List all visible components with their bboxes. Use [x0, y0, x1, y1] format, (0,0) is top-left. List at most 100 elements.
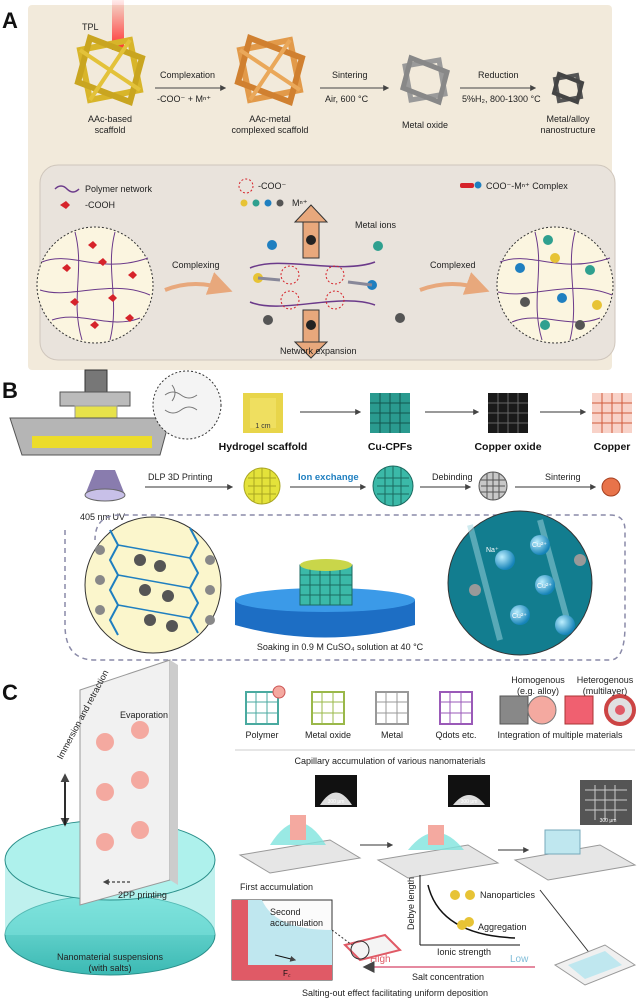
ion-cu-label-2: Cu²⁺	[537, 583, 552, 590]
process-sintering: Sintering	[545, 472, 581, 482]
material-label-polymer: Polymer	[245, 730, 278, 740]
process-debinding: Debinding	[432, 472, 473, 482]
label-aggregation: Aggregation	[478, 922, 527, 932]
material-label-metal-oxide: Metal oxide	[305, 730, 351, 740]
material-label-qdots: Qdots etc.	[435, 730, 476, 740]
final-stage-plate	[513, 780, 637, 881]
lattice-teal	[372, 465, 414, 507]
panel-c: C Immersion and retraction Evaporation 2…	[2, 659, 637, 998]
final-film-coating	[568, 951, 622, 979]
ion-na-label: Na⁺	[486, 547, 499, 554]
scalebar-1: 300 μm	[328, 799, 345, 805]
lattice-yellow	[243, 467, 281, 505]
scale-hydrogel: 1 cm	[255, 423, 270, 430]
arrow-complexation-top: Complexation	[160, 70, 215, 80]
metal-dot-teal	[252, 199, 260, 207]
material-cube-polymer	[245, 685, 286, 725]
homogenous-cube	[499, 695, 557, 725]
network-expansion-diagram	[249, 204, 405, 359]
soak-detail-box	[64, 514, 626, 661]
aac-scaffold-icon	[74, 34, 146, 106]
ion-cu-label-1: Cu²⁺	[532, 542, 547, 549]
polymer-network-circle	[36, 226, 154, 344]
legend-cooh: -COOH	[85, 200, 115, 210]
salting-out-caption: Salting-out effect facilitating uniform …	[302, 988, 488, 998]
complexed-network-circle	[496, 226, 614, 344]
metal-oxide-icon	[400, 54, 450, 106]
arrow-to-final-film	[539, 889, 596, 961]
coo-legend-icon	[238, 178, 254, 194]
tpl-label: TPL	[82, 22, 99, 32]
stage-label-complexed-line1: AAc-metal	[249, 114, 291, 124]
metal-dot-yellow	[240, 199, 248, 207]
resin-zoom-circle	[152, 370, 222, 440]
label-complexed: Complexed	[430, 260, 476, 270]
label-low: Low	[510, 954, 529, 965]
debye-plot	[419, 875, 520, 946]
label-complexing: Complexing	[172, 260, 220, 270]
label-high: High	[370, 954, 391, 965]
panel-b: B 405 nm UV 1 cm	[2, 369, 632, 661]
complex-legend-icon	[460, 183, 474, 188]
debye-axis-label: Debye length	[406, 877, 416, 930]
label-evaporation: Evaporation	[120, 710, 168, 720]
photo-label-cu-cpfs: Cu-CPFs	[368, 441, 412, 453]
panel-a-label: A	[2, 8, 18, 33]
stage-label-aac-line1: AAc-based	[88, 114, 132, 124]
arrow-reduction-bottom: 5%H₂, 800-1300 °C	[462, 94, 541, 104]
homogenous-line2: (e.g. alloy)	[517, 686, 559, 696]
metal-alloy-icon	[551, 71, 585, 105]
metal-dot-grey	[276, 199, 284, 207]
label-2pp: 2PP printing	[118, 890, 167, 900]
polymer-legend-icon	[54, 185, 80, 193]
ion-cu-label-3: Cu²⁺	[512, 613, 527, 620]
ionic-axis-label: Ionic strength	[437, 947, 491, 957]
second-accumulation-line2: accumulation	[270, 918, 323, 928]
cuso4-bath	[235, 559, 415, 638]
suspension-line1: Nanomaterial suspensions	[57, 952, 164, 962]
dlp-printer-illustration	[9, 369, 222, 502]
process-dlp: DLP 3D Printing	[148, 472, 212, 482]
metal-dot-blue	[264, 199, 272, 207]
legend-metal: Mⁿ⁺	[292, 198, 308, 208]
soak-caption: Soaking in 0.9 M CuSO₄ solution at 40 °C	[257, 642, 424, 652]
material-cube-qdots	[439, 691, 473, 725]
arrow-sintering-top: Sintering	[332, 70, 368, 80]
arrow-reduction-top: Reduction	[478, 70, 519, 80]
arrow-sintering-bottom: Air, 600 °C	[325, 94, 369, 104]
material-cube-metal	[375, 691, 409, 725]
suspension-line2: (with salts)	[88, 963, 131, 973]
stage-label-alloy-line2: nanostructure	[540, 125, 595, 135]
lattice-grey	[478, 471, 508, 501]
mechanism-box	[39, 164, 616, 361]
scalebar-3: 300 μm	[600, 818, 617, 824]
photo-copper	[592, 393, 632, 433]
photo-copper-oxide	[488, 393, 528, 433]
stage-label-complexed-line2: complexed scaffold	[232, 125, 309, 135]
material-cube-metal-oxide	[311, 691, 345, 725]
label-force: F꜀	[283, 969, 291, 978]
second-accumulation-line1: Second	[270, 907, 301, 917]
photo-label-copper: Copper	[594, 441, 631, 453]
integration-label: Integration of multiple materials	[497, 730, 623, 740]
legend-coo: -COO⁻	[258, 181, 286, 191]
tpl-laser-beam	[112, 0, 124, 50]
panel-a: A TPL AAc-based scaffold AAc-metal	[2, 0, 616, 370]
photo-hydrogel	[243, 393, 283, 433]
hydrogel-chain-circle	[84, 516, 222, 654]
heterogenous-cube	[564, 694, 636, 726]
second-accumulation-inset	[231, 899, 402, 981]
stage-label-oxide: Metal oxide	[402, 120, 448, 130]
photo-label-hydrogel: Hydrogel scaffold	[219, 441, 308, 453]
stage-label-aac-line2: scaffold	[95, 125, 126, 135]
label-salt-concentration: Salt concentration	[412, 972, 484, 982]
process-ion-exchange: Ion exchange	[298, 472, 359, 483]
first-accumulation-plate	[238, 775, 362, 874]
first-accumulation-label: First accumulation	[240, 882, 313, 892]
arrow-complexation-bottom: -COO⁻ + Mⁿ⁺	[157, 94, 211, 104]
scalebar-2: 300 μm	[461, 799, 478, 805]
panel-b-label: B	[2, 378, 18, 403]
heterogenous-line2: (multilayer)	[583, 686, 628, 696]
stage-label-alloy-line1: Metal/alloy	[546, 114, 590, 124]
